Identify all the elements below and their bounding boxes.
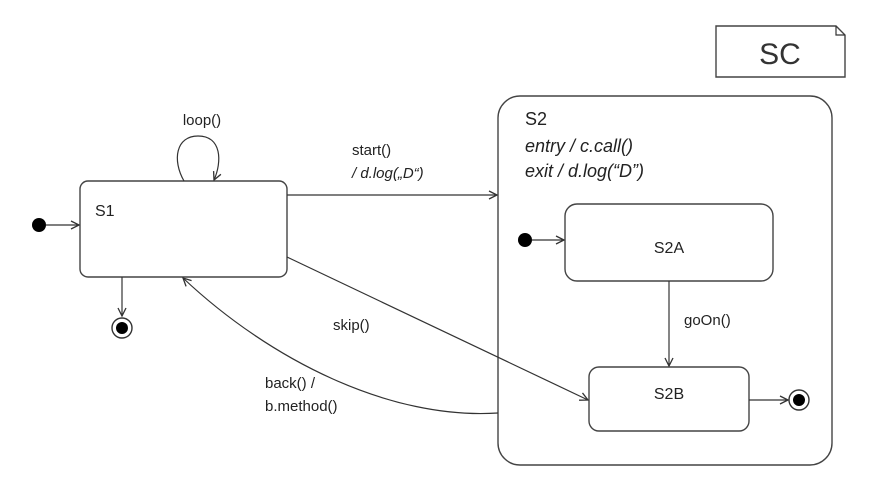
transition-loop: loop() (176, 112, 221, 181)
transition-go-on: goOn() (669, 281, 731, 366)
diagram-tag: SC (715, 25, 846, 78)
state-s2b-name: S2B (654, 386, 684, 403)
transition-loop-label: loop() (183, 112, 221, 129)
initial-node-s2a (518, 233, 564, 247)
state-s2b: S2B (588, 366, 750, 432)
transition-start-action: / d.log(„D“) (351, 165, 424, 182)
transition-skip: skip() (286, 256, 588, 400)
diagram-tag-label: SC (759, 38, 801, 71)
initial-node-s1 (32, 218, 79, 232)
state-s2-exit-action: exit / d.log(“D”) (525, 161, 644, 181)
transition-back-action: b.method() (265, 398, 338, 415)
state-s2a-name: S2A (654, 240, 685, 257)
transition-go-on-label: goOn() (684, 312, 731, 329)
state-s1: S1 (79, 180, 288, 278)
final-node-s1 (111, 277, 133, 339)
final-node-s2b (749, 389, 810, 411)
transition-back-label: back() / (265, 375, 316, 392)
transition-skip-label: skip() (333, 317, 370, 334)
state-s2-name: S2 (525, 109, 547, 129)
state-s1-name: S1 (95, 203, 115, 220)
state-s2-entry-action: entry / c.call() (525, 136, 633, 156)
state-s2a: S2A (564, 203, 774, 282)
transition-start: start() / d.log(„D“) (287, 142, 497, 195)
transition-start-label: start() (352, 142, 391, 159)
transition-back: back() / b.method() (183, 278, 499, 415)
